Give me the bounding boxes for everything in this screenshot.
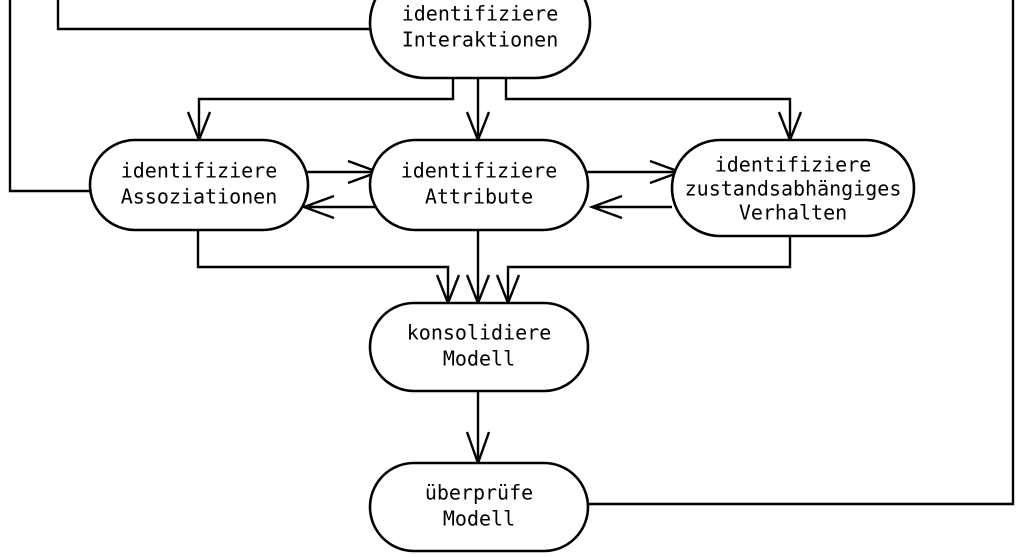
node-interaktionen-line2: Interaktionen bbox=[402, 28, 559, 52]
node-konsolidiere[interactable]: konsolidiere Modell bbox=[368, 301, 590, 393]
node-assoziationen-line1: identifiziere bbox=[121, 159, 278, 183]
node-zustandsabhaengiges-shape bbox=[670, 138, 916, 238]
arrowhead-zustandsabhaengiges-to-attribute bbox=[588, 194, 623, 220]
node-ueberpruefe-line1: überprüfe bbox=[425, 481, 533, 505]
node-zustandsabhaengiges[interactable]: identifiziere zustandsabhängiges Verhalt… bbox=[670, 138, 916, 238]
node-zustandsabhaengiges-line1: identifiziere bbox=[715, 153, 872, 177]
node-ueberpruefe-shape bbox=[368, 461, 590, 553]
node-attribute-line1: identifiziere bbox=[401, 159, 558, 183]
edge-layer bbox=[8, 0, 1015, 506]
node-attribute[interactable]: identifiziere Attribute bbox=[368, 138, 590, 232]
edge-interaktionen-to-assoziationen bbox=[197, 78, 455, 136]
node-interaktionen[interactable]: identifiziere Interaktionen bbox=[368, 0, 592, 80]
node-interaktionen-shape bbox=[368, 0, 592, 80]
node-ueberpruefe[interactable]: überprüfe Modell bbox=[368, 461, 590, 553]
node-konsolidiere-shape bbox=[368, 301, 590, 393]
node-attribute-shape bbox=[368, 138, 590, 232]
node-attribute-line2: Attribute bbox=[425, 185, 533, 209]
node-konsolidiere-line1: konsolidiere bbox=[407, 321, 552, 345]
node-zustandsabhaengiges-line2: zustandsabhängiges bbox=[685, 177, 902, 201]
node-konsolidiere-line2: Modell bbox=[443, 347, 515, 371]
edge-ueberpruefe-feedback-right bbox=[588, 0, 1015, 506]
node-assoziationen[interactable]: identifiziere Assoziationen bbox=[88, 138, 310, 232]
edge-assoziationen-to-konsolidiere bbox=[196, 230, 450, 299]
node-interaktionen-line1: identifiziere bbox=[402, 2, 559, 26]
node-assoziationen-shape bbox=[88, 138, 310, 232]
edge-zustandsabhaengiges-to-konsolidiere bbox=[506, 236, 792, 299]
edge-offscreen-top-to-interaktionen bbox=[56, 0, 372, 31]
arrowhead-attribute-to-assoziationen bbox=[300, 194, 335, 220]
node-ueberpruefe-line2: Modell bbox=[443, 507, 515, 531]
node-layer: identifiziere Interaktionen identifizier… bbox=[88, 0, 916, 553]
node-assoziationen-line2: Assoziationen bbox=[121, 185, 278, 209]
edge-interaktionen-to-zustandsabhaengiges bbox=[504, 78, 792, 136]
edge-assoziationen-feedback-left bbox=[8, 0, 90, 193]
node-zustandsabhaengiges-line3: Verhalten bbox=[739, 201, 847, 225]
